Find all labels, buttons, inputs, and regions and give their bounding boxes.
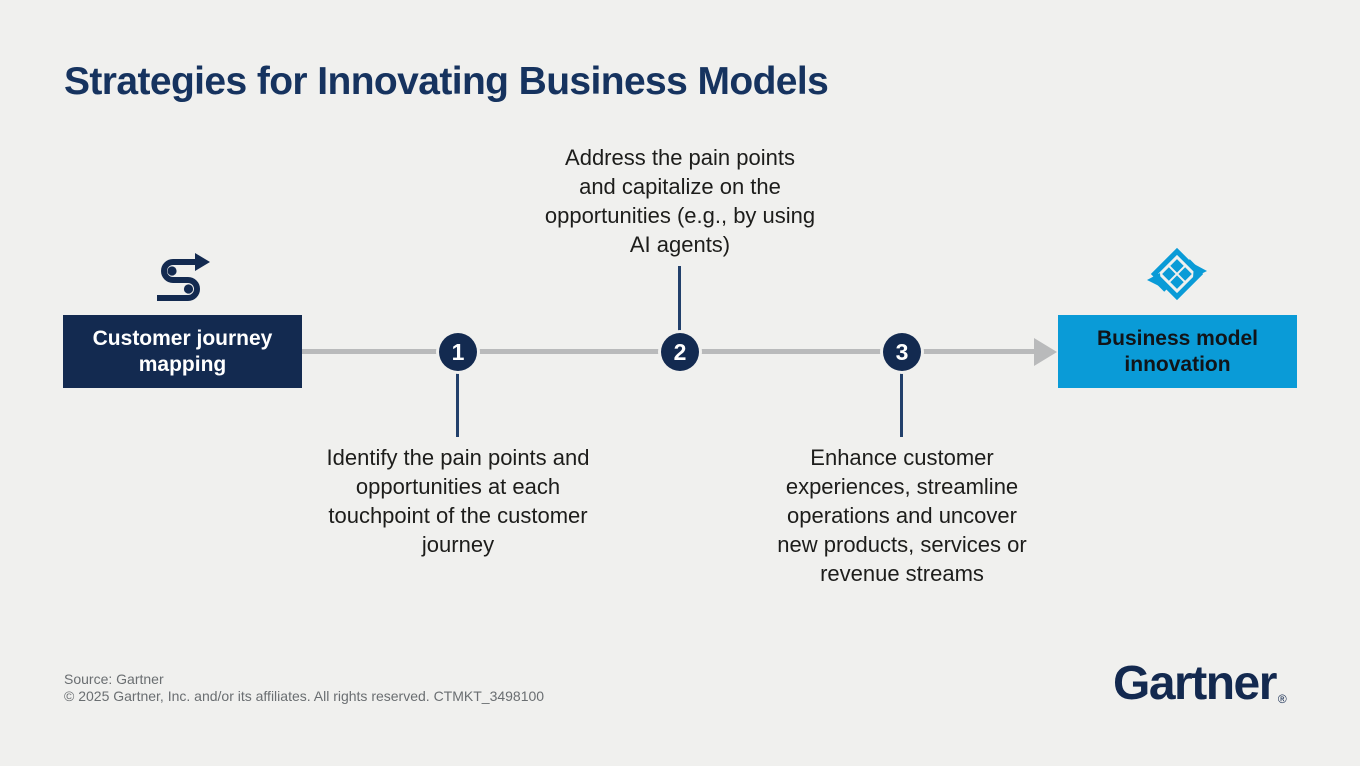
start-node-customer-journey-mapping: Customer journey mapping: [63, 315, 302, 388]
step-2-description: Address the pain points and capitalize o…: [544, 145, 816, 257]
step-2-badge: 2: [661, 333, 699, 371]
footer-attribution: Source: Gartner © 2025 Gartner, Inc. and…: [64, 671, 544, 705]
step-1-badge: 1: [439, 333, 477, 371]
flow-arrowhead-icon: [1034, 338, 1057, 366]
end-node-label: Business model innovation: [1096, 326, 1259, 376]
step-3-number: 3: [895, 338, 909, 365]
step-2-connector-line: [678, 266, 681, 334]
start-node-label: Customer journey mapping: [92, 326, 273, 376]
transform-diamond-icon: [1145, 243, 1209, 314]
journey-path-icon: [152, 250, 214, 309]
footer-source: Source: Gartner: [64, 671, 164, 687]
gartner-logo: Gartner ®: [1113, 656, 1287, 711]
step-3-description: Enhance customer experiences, streamline…: [777, 445, 1027, 586]
registered-trademark-icon: ®: [1277, 692, 1287, 706]
step-3-connector-line: [900, 371, 903, 437]
step-1-connector-line: [456, 371, 459, 437]
end-node-business-model-innovation: Business model innovation: [1058, 315, 1297, 388]
footer-copyright: © 2025 Gartner, Inc. and/or its affiliat…: [64, 688, 545, 704]
step-2-number: 2: [673, 338, 687, 365]
step-3-badge: 3: [883, 333, 921, 371]
gartner-logo-text: Gartner: [1113, 657, 1277, 710]
step-1-number: 1: [451, 338, 465, 365]
step-1-description: Identify the pain points and opportuniti…: [326, 445, 590, 557]
page-title: Strategies for Innovating Business Model…: [64, 60, 829, 103]
